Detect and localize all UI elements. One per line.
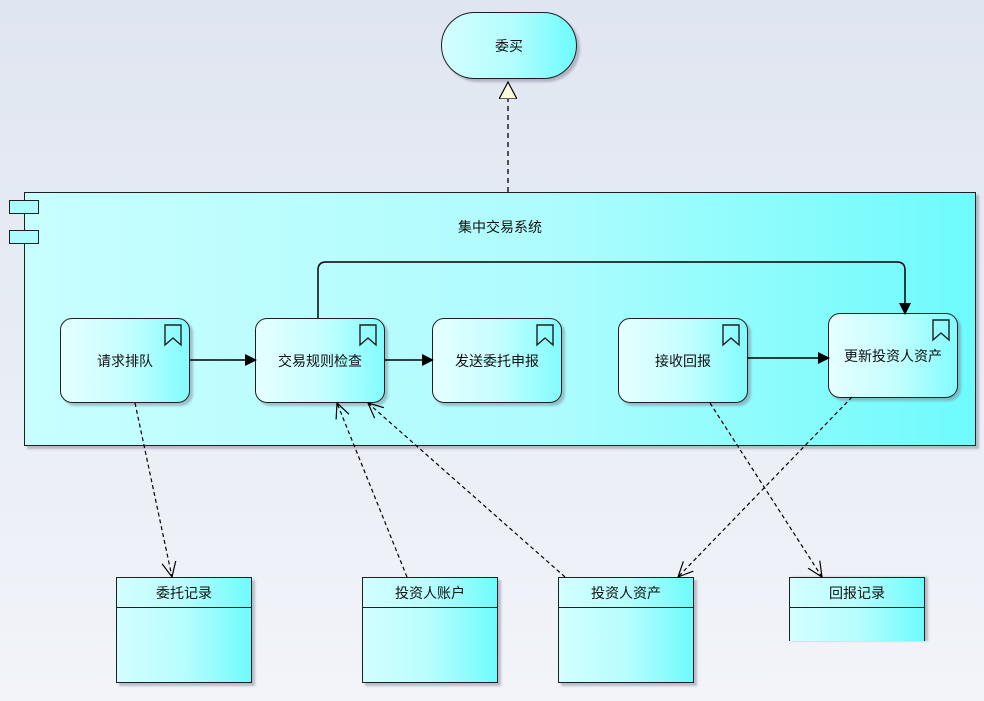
data-title: 委托记录 — [117, 578, 251, 608]
process-request-queue[interactable]: 请求排队 — [60, 318, 190, 403]
process-label: 发送委托申报 — [455, 353, 539, 370]
data-order-record[interactable]: 委托记录 — [116, 577, 252, 683]
process-rule-check[interactable]: 交易规则检查 — [255, 318, 385, 403]
process-send-order[interactable]: 发送委托申报 — [432, 318, 562, 403]
data-label: 回报记录 — [829, 585, 885, 602]
process-update-assets[interactable]: 更新投资人资产 — [828, 313, 958, 398]
process-receive-report[interactable]: 接收回报 — [618, 318, 748, 403]
bookmark-icon — [536, 324, 554, 347]
actor-label: 委买 — [495, 38, 523, 55]
data-title: 回报记录 — [790, 578, 924, 608]
process-label: 接收回报 — [655, 353, 711, 370]
data-label: 投资人资产 — [591, 585, 661, 602]
system-title: 集中交易系统 — [458, 220, 542, 236]
data-investor-account[interactable]: 投资人账户 — [362, 577, 498, 683]
data-title: 投资人资产 — [559, 578, 693, 608]
component-tab-icon — [9, 230, 39, 244]
process-label: 交易规则检查 — [278, 353, 362, 370]
data-report-record[interactable]: 回报记录 — [789, 577, 925, 641]
process-label: 更新投资人资产 — [844, 348, 942, 365]
data-label: 委托记录 — [156, 585, 212, 602]
data-investor-assets[interactable]: 投资人资产 — [558, 577, 694, 683]
bookmark-icon — [932, 319, 950, 342]
data-title: 投资人账户 — [363, 578, 497, 608]
bookmark-icon — [164, 324, 182, 347]
bookmark-icon — [359, 324, 377, 347]
component-tab-icon — [9, 200, 39, 214]
data-label: 投资人账户 — [395, 585, 465, 602]
bookmark-icon — [722, 324, 740, 347]
actor-node[interactable]: 委买 — [441, 12, 577, 79]
process-label: 请求排队 — [97, 353, 153, 370]
